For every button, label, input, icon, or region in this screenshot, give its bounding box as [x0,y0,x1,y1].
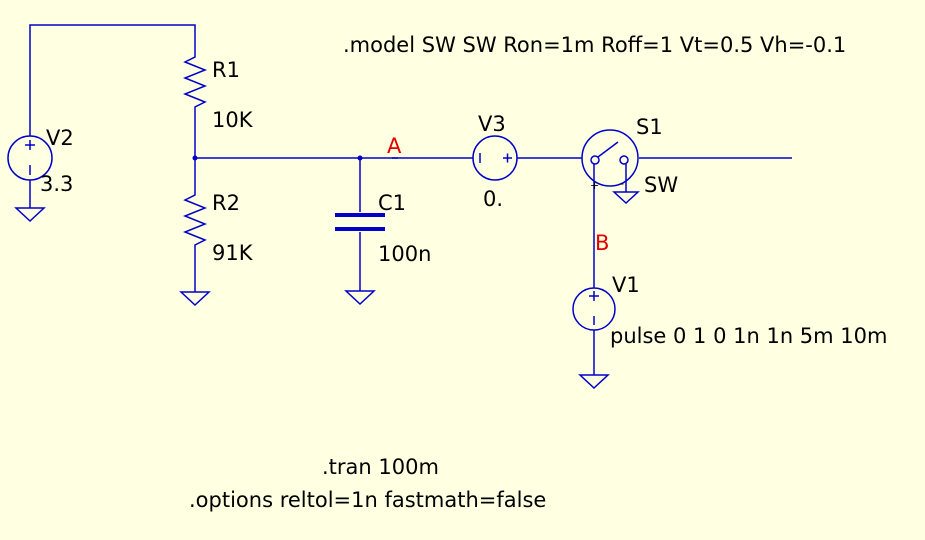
voltage-controlled-switch-icon[interactable] [581,129,639,187]
tran-directive[interactable]: .tran 100m [322,455,439,479]
resistor-icon[interactable] [182,190,208,251]
voltage-source-icon[interactable] [572,287,616,331]
wire[interactable] [29,24,196,136]
ground-icon [179,291,211,307]
v2-name: V2 [46,126,74,150]
s1-model: SW [644,173,678,197]
junction-dot [357,155,363,161]
r1-name: R1 [212,58,240,82]
capacitor-icon[interactable] [335,213,385,231]
ground-icon [612,191,640,205]
v1-value: pulse 0 1 0 1n 1n 5m 10m [610,324,887,348]
s1-name: S1 [636,115,663,139]
r2-value: 91K [212,241,254,265]
ground-icon [14,207,46,223]
model-directive[interactable]: .model SW SW Ron=1m Roff=1 Vt=0.5 Vh=-0.… [343,33,846,57]
v2-value: 3.3 [40,172,73,196]
pin-minus-label: - [620,177,624,190]
voltage-source-icon[interactable] [7,135,53,181]
net-label-a[interactable]: A [387,134,402,158]
ground-icon [344,290,376,306]
r1-value: 10K [212,108,254,132]
c1-name: C1 [378,191,406,215]
resistor-icon[interactable] [182,52,208,113]
c1-value: 100n [378,242,431,266]
r2-name: R2 [212,191,240,215]
v3-name: V3 [478,112,506,136]
ground-icon [578,374,610,390]
pin-plus-label: + [590,179,599,192]
v1-name: V1 [612,273,640,297]
junction-dot [192,155,198,161]
voltage-source-icon[interactable] [472,135,518,181]
net-label-b[interactable]: B [595,231,609,255]
options-directive[interactable]: .options reltol=1n fastmath=false [189,488,546,512]
v3-value: 0. [483,187,503,211]
